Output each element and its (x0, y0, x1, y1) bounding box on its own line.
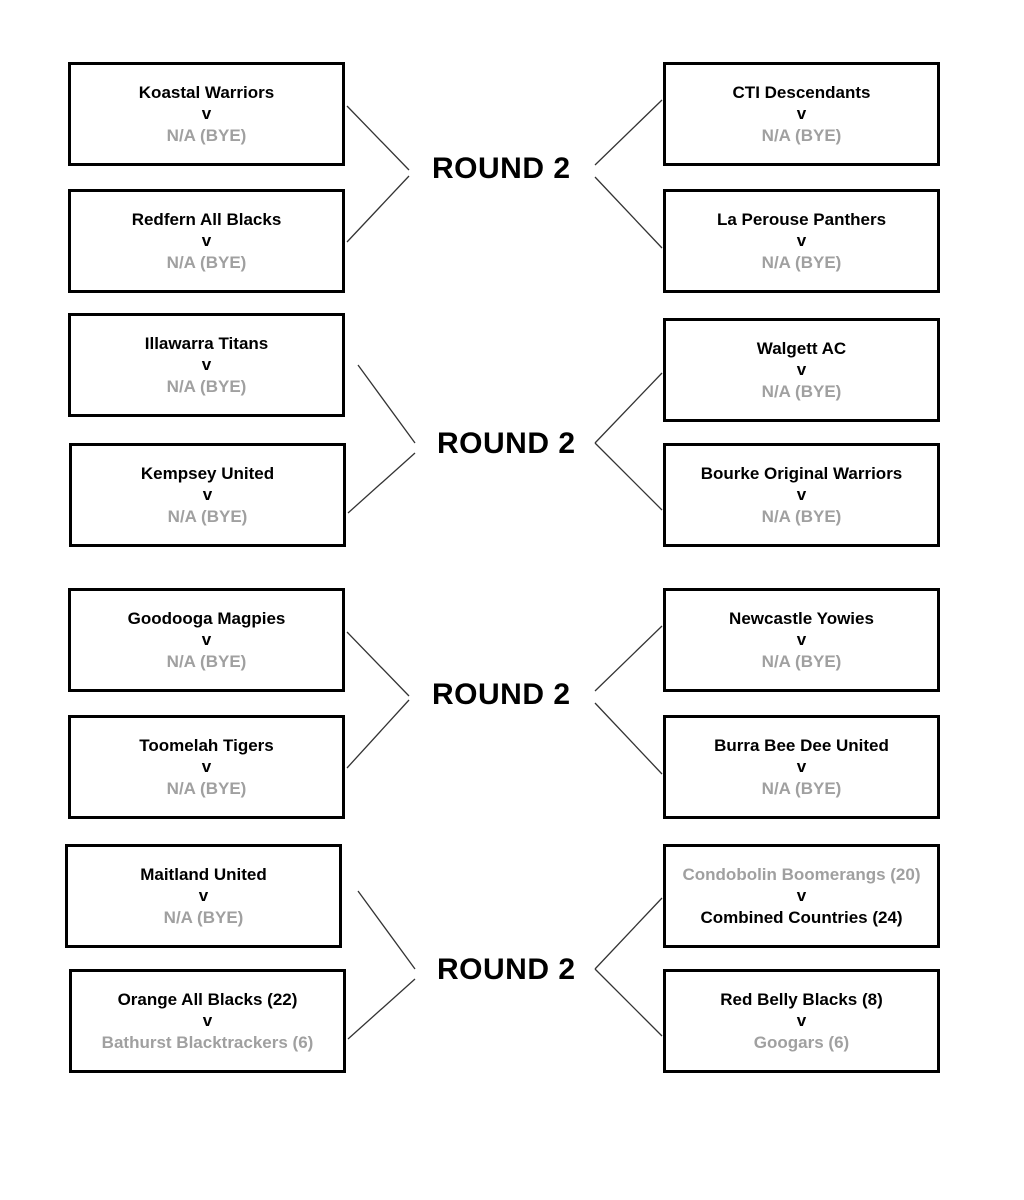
team-home-name: Bourke Original Warriors (700, 463, 903, 483)
team-away-name: Googars (6) (753, 1032, 850, 1052)
connector-line (594, 442, 663, 511)
versus-label: v (796, 1011, 807, 1031)
versus-label: v (202, 485, 213, 505)
team-away-name: N/A (BYE) (166, 376, 247, 396)
versus-label: v (201, 104, 212, 124)
connector-line (346, 175, 410, 243)
versus-label: v (796, 630, 807, 650)
team-away-name: N/A (BYE) (166, 252, 247, 272)
team-away-name: N/A (BYE) (761, 252, 842, 272)
connector-line (594, 625, 663, 692)
team-away-name: Bathurst Blacktrackers (6) (101, 1032, 314, 1052)
team-home-name: Orange All Blacks (22) (117, 989, 298, 1009)
team-away-name: N/A (BYE) (166, 778, 247, 798)
team-home-name: Goodooga Magpies (127, 608, 286, 628)
connector-line (594, 897, 663, 970)
versus-label: v (201, 231, 212, 251)
team-home-name: La Perouse Panthers (716, 209, 887, 229)
connector-line (357, 890, 416, 970)
team-home-name: Kempsey United (140, 463, 275, 483)
versus-label: v (201, 355, 212, 375)
team-home-name: Koastal Warriors (138, 82, 275, 102)
team-away-name: Combined Countries (24) (700, 907, 903, 927)
connector-line (594, 176, 663, 249)
team-away-name: N/A (BYE) (761, 381, 842, 401)
team-away-name: N/A (BYE) (761, 125, 842, 145)
versus-label: v (796, 360, 807, 380)
connector-line (346, 105, 410, 171)
versus-label: v (796, 886, 807, 906)
connector-line (346, 631, 410, 697)
round-label: ROUND 2 (437, 953, 576, 986)
team-home-name: Walgett AC (756, 338, 847, 358)
team-away-name: N/A (BYE) (166, 651, 247, 671)
team-home-name: Red Belly Blacks (8) (720, 989, 883, 1009)
round-label: ROUND 2 (432, 152, 571, 185)
versus-label: v (796, 485, 807, 505)
team-home-name: Maitland United (140, 864, 267, 884)
versus-label: v (796, 757, 807, 777)
team-away-name: N/A (BYE) (167, 506, 248, 526)
team-home-name: CTI Descendants (732, 82, 871, 102)
team-home-name: Illawarra Titans (144, 333, 269, 353)
team-away-name: N/A (BYE) (761, 506, 842, 526)
team-home-name: Newcastle Yowies (729, 608, 874, 628)
connector-line (594, 372, 663, 444)
versus-label: v (202, 1011, 213, 1031)
versus-label: v (198, 886, 209, 906)
versus-label: v (796, 231, 807, 251)
versus-label: v (201, 630, 212, 650)
round-label: ROUND 2 (437, 427, 576, 460)
team-home-name: Burra Bee Dee United (714, 735, 889, 755)
team-home-name: Toomelah Tigers (139, 735, 274, 755)
connector-line (346, 699, 410, 769)
versus-label: v (796, 104, 807, 124)
connector-line (347, 452, 416, 514)
team-away-name: N/A (BYE) (761, 778, 842, 798)
team-away-name: N/A (BYE) (163, 907, 244, 927)
connector-line (594, 702, 663, 775)
team-home-name: Condobolin Boomerangs (20) (682, 864, 921, 884)
team-home-name: Redfern All Blacks (131, 209, 282, 229)
connector-line (347, 978, 416, 1040)
connector-line (594, 99, 663, 166)
team-away-name: N/A (BYE) (761, 651, 842, 671)
team-away-name: N/A (BYE) (166, 125, 247, 145)
round-label: ROUND 2 (432, 678, 571, 711)
connector-line (357, 364, 416, 444)
connector-line (594, 968, 663, 1037)
versus-label: v (201, 757, 212, 777)
